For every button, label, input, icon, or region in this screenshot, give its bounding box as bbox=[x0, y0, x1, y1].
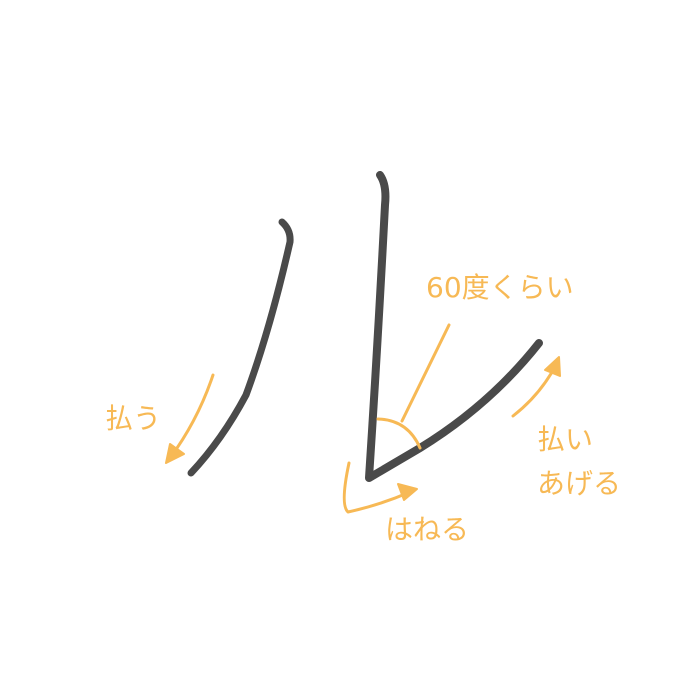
harau-label: 払う bbox=[105, 402, 161, 435]
angle-indicator-line bbox=[400, 323, 451, 423]
harau-arrow bbox=[168, 373, 215, 460]
haneru-label: はねる bbox=[385, 513, 469, 546]
angle-label: 60度くらい bbox=[426, 271, 574, 304]
harai-ageru-label-line2: あげる bbox=[537, 467, 621, 500]
harai-ageru-label-line1: 払い bbox=[537, 423, 593, 456]
right-stroke bbox=[365, 171, 543, 482]
annotations bbox=[165, 323, 561, 514]
left-stroke bbox=[187, 218, 294, 477]
haneru-arrowhead bbox=[397, 483, 418, 501]
angle-arc bbox=[376, 417, 422, 450]
harau-arrowhead bbox=[165, 443, 185, 464]
haneru-arrow bbox=[342, 461, 412, 514]
harai-ageru-arrowhead bbox=[544, 356, 561, 377]
